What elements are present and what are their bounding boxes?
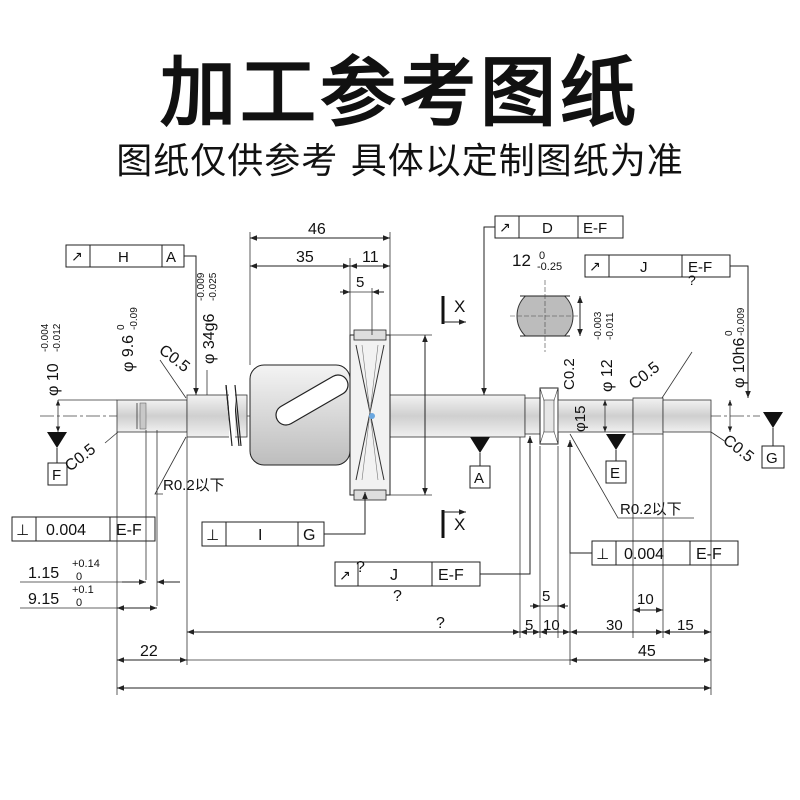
svg-text:G: G xyxy=(766,450,778,467)
svg-text:-0.009: -0.009 xyxy=(736,307,747,336)
chamfer-left-top: C0.5 xyxy=(156,342,193,376)
right-diameter-labels: C0.2 φ 12 -0.003 -0.011 C0.5 φ 10h6 0 -0… xyxy=(561,307,757,519)
svg-text:D: D xyxy=(542,220,553,237)
svg-text:F: F xyxy=(52,467,61,484)
ball-nut xyxy=(249,329,391,501)
svg-text:-0.004: -0.004 xyxy=(40,323,51,352)
svg-text:I: I xyxy=(258,527,262,544)
page-subtitle: 图纸仅供参考 具体以定制图纸为准 xyxy=(116,141,684,182)
radius-left: R0.2以下 xyxy=(163,477,225,494)
svg-text:E-F: E-F xyxy=(688,259,712,276)
svg-text:⊥: ⊥ xyxy=(206,527,219,544)
page-title: 加工参考图纸 xyxy=(160,48,640,137)
frame-perp-i: ⊥ I G xyxy=(201,492,368,547)
dim-5-a: 5 xyxy=(525,617,533,634)
chamfer-right-top: C0.5 xyxy=(626,359,663,393)
section-x-label-bottom: X xyxy=(454,515,465,534)
top-dimensions: 46 35 11 5 xyxy=(249,221,432,496)
datum-g: G xyxy=(761,412,785,469)
chamfer-c0-2: C0.2 xyxy=(561,358,578,390)
left-diameter-labels: φ 10 -0.004 -0.012 φ 9.6 0 -0.09 C0.5 C0… xyxy=(40,272,225,495)
svg-text:-0.25: -0.25 xyxy=(537,261,562,273)
dim-22: 22 xyxy=(140,643,158,660)
svg-text:-0.012: -0.012 xyxy=(52,323,63,352)
svg-text:⊥: ⊥ xyxy=(16,522,29,539)
svg-text:?: ? xyxy=(356,559,365,576)
svg-text:?: ? xyxy=(688,272,696,288)
svg-text:0: 0 xyxy=(724,330,735,336)
frame-j-right: ↗ J E-F ? xyxy=(584,254,751,398)
dim-46: 46 xyxy=(308,221,326,238)
svg-text:-0.011: -0.011 xyxy=(605,312,616,340)
dim-15: 15 xyxy=(677,617,694,634)
dim-45: 45 xyxy=(638,643,656,660)
svg-text:0: 0 xyxy=(76,571,82,583)
svg-text:↗: ↗ xyxy=(499,219,511,235)
dim-5-top: 5 xyxy=(356,274,364,291)
svg-text:E: E xyxy=(610,465,620,482)
dia-12: φ 12 xyxy=(599,359,616,392)
dim-30: 30 xyxy=(606,617,623,634)
datum-a: A xyxy=(469,437,491,489)
svg-text:+0.1: +0.1 xyxy=(72,584,94,596)
svg-text:↗: ↗ xyxy=(339,567,351,583)
svg-text:↗: ↗ xyxy=(71,248,83,264)
frame-d: ↗ D E-F xyxy=(481,215,624,395)
svg-text:0: 0 xyxy=(539,250,545,262)
dim-35: 35 xyxy=(296,249,314,266)
svg-text:0: 0 xyxy=(76,597,82,609)
svg-text:0.004: 0.004 xyxy=(624,546,664,563)
svg-text:-0.025: -0.025 xyxy=(208,272,219,301)
dia-9-6: φ 9.6 xyxy=(120,335,137,372)
svg-text:H: H xyxy=(118,249,129,266)
svg-text:E-F: E-F xyxy=(696,546,722,563)
radius-right: R0.2以下 xyxy=(620,501,682,518)
dia-10h6: φ 10h6 xyxy=(731,337,748,388)
svg-text:J: J xyxy=(640,259,648,276)
dia-34g6: φ 34g6 xyxy=(201,313,218,364)
svg-text:-0.003: -0.003 xyxy=(593,311,604,340)
dim-10-b: 10 xyxy=(637,591,654,608)
datum-e: E xyxy=(605,434,627,484)
chamfer-right-bottom: C0.5 xyxy=(720,432,757,466)
frame-perp-right: ⊥ 0.004 E-F xyxy=(567,440,739,566)
svg-text:?: ? xyxy=(393,588,402,605)
chamfer-left-bottom: C0.5 xyxy=(62,441,99,475)
svg-text:E-F: E-F xyxy=(583,220,607,237)
svg-text:0.004: 0.004 xyxy=(46,522,86,539)
svg-text:E-F: E-F xyxy=(116,522,142,539)
cross-section-view: 12 0 -0.25 xyxy=(510,250,583,352)
svg-text:E-F: E-F xyxy=(438,567,464,584)
frame-j-mid: ↗ J E-F ? ? xyxy=(334,436,533,605)
dim-5-mid: 5 xyxy=(542,588,550,605)
dia-15: φ15 xyxy=(572,406,589,432)
datum-f: F xyxy=(47,432,68,486)
section-x-label-top: X xyxy=(454,297,465,316)
bottom-dimensions: 1.15 +0.14 0 9.15 +0.1 0 ? 5 5 10 30 15 … xyxy=(20,430,712,695)
flat-size: 12 xyxy=(512,251,531,270)
dim-10-a: 10 xyxy=(543,617,560,634)
svg-text:-0.009: -0.009 xyxy=(196,272,207,301)
svg-text:+0.14: +0.14 xyxy=(72,558,100,570)
ball-screw-shaft xyxy=(116,384,712,448)
svg-text:0: 0 xyxy=(116,324,127,330)
svg-text:G: G xyxy=(303,527,315,544)
svg-text:-0.09: -0.09 xyxy=(129,307,140,330)
svg-text:A: A xyxy=(474,470,484,487)
svg-text:A: A xyxy=(166,249,176,266)
svg-text:↗: ↗ xyxy=(589,258,601,274)
dim-unknown: ? xyxy=(436,615,445,632)
svg-text:⊥: ⊥ xyxy=(596,546,609,563)
dim-11: 11 xyxy=(362,249,379,266)
frame-h: ↗ H A xyxy=(65,244,199,395)
dim-1-15: 1.15 xyxy=(28,565,59,582)
dia-10-left: φ 10 xyxy=(45,363,62,396)
dim-9-15: 9.15 xyxy=(28,591,59,608)
frame-perp-left: ⊥ 0.004 E-F xyxy=(11,516,156,542)
svg-text:J: J xyxy=(390,567,398,584)
section-x-markers: X X xyxy=(441,296,466,538)
